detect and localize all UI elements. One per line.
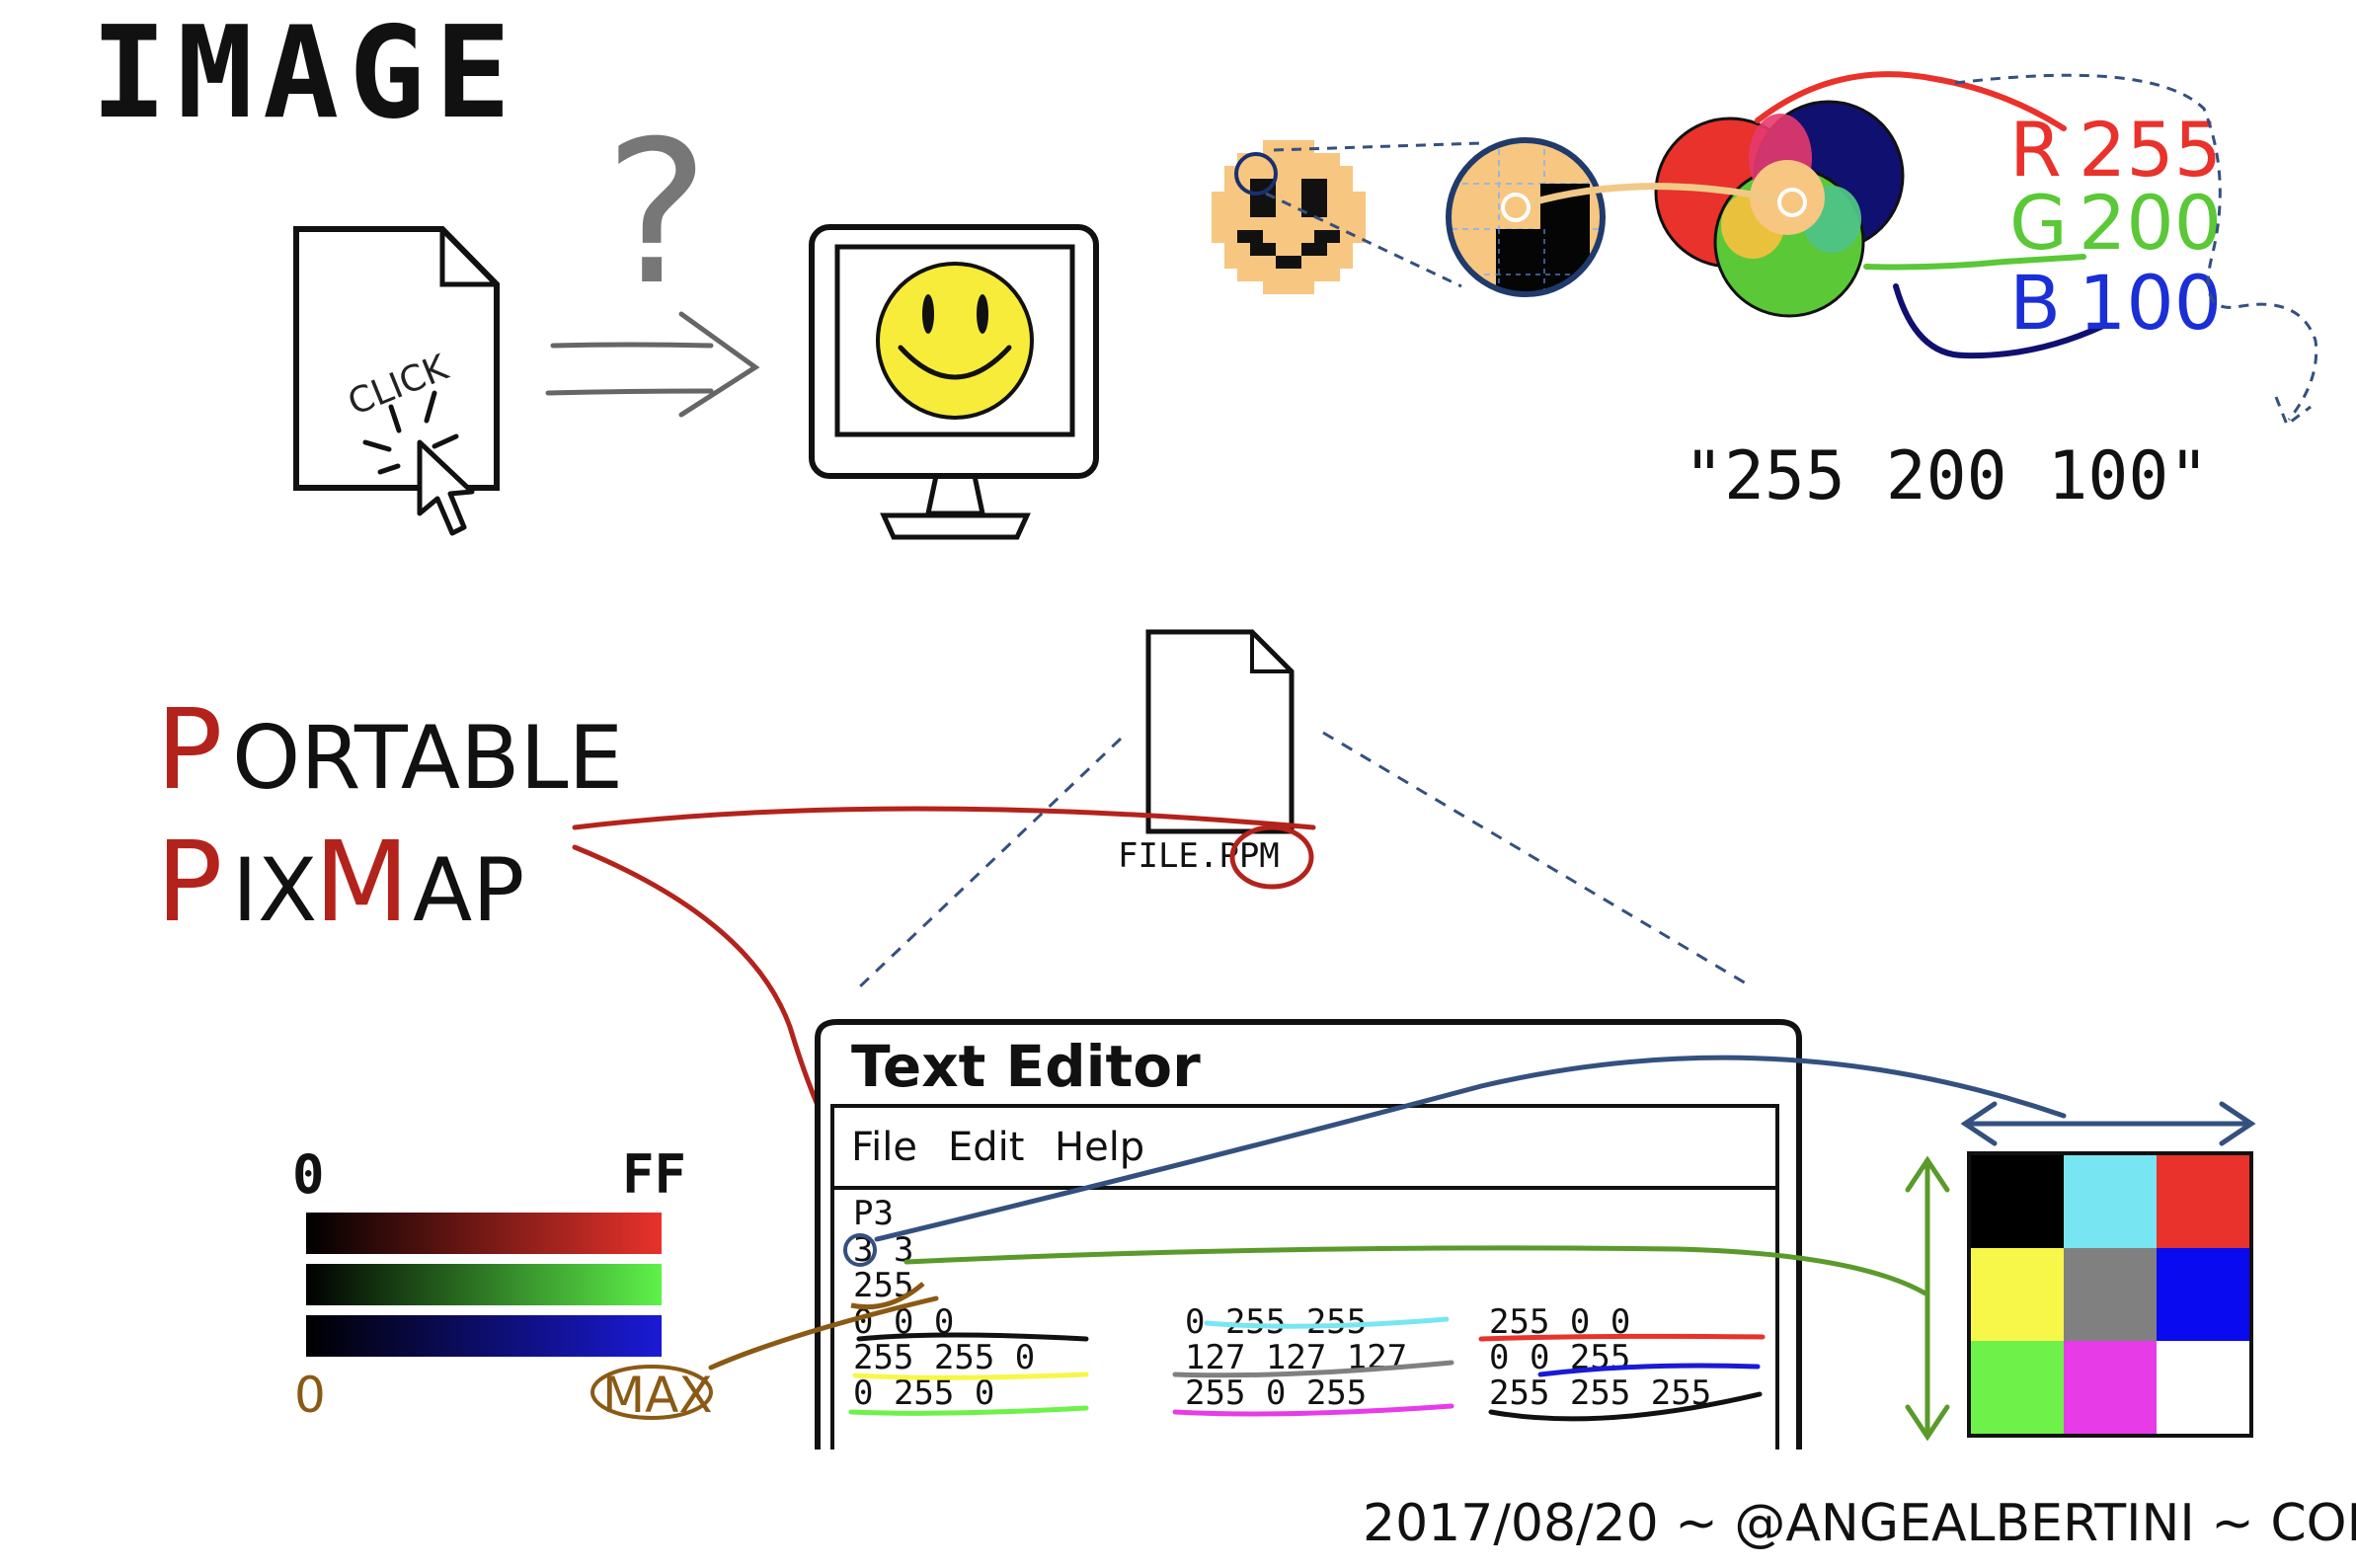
pixel-to-color-connector bbox=[1501, 183, 1807, 222]
r-letter: R bbox=[2009, 106, 2062, 194]
pixel-cell-2-2 bbox=[2157, 1341, 2249, 1434]
pixel-cell-0-2 bbox=[2157, 1155, 2249, 1248]
portable-pixmap-title: P ORTABLE P IX M AP bbox=[156, 686, 623, 947]
pixel-cell-1-0 bbox=[1971, 1248, 2064, 1341]
gradient-min-label: 0 bbox=[294, 1367, 326, 1424]
pp-p2: P bbox=[156, 819, 223, 947]
pixel-cell-2-0 bbox=[1971, 1341, 2064, 1434]
pixel-cell-1-2 bbox=[2157, 1248, 2249, 1341]
rgb-string: "255 200 100" bbox=[1684, 437, 2209, 515]
title-image: IMAGE bbox=[91, 0, 520, 147]
b-value: 100 bbox=[2079, 259, 2222, 347]
pp-m: M bbox=[314, 819, 410, 947]
menu-help[interactable]: Help bbox=[1055, 1125, 1144, 1170]
row3-px2: 255 0 255 bbox=[1185, 1373, 1367, 1413]
file-name: FILE.PPM bbox=[1118, 836, 1280, 876]
file-zoom-dashed-lines bbox=[857, 731, 1754, 989]
question-mark: ? bbox=[604, 99, 709, 329]
menu-file[interactable]: File bbox=[851, 1125, 917, 1170]
g-value: 200 bbox=[2079, 179, 2222, 267]
gradient-right-label: FF bbox=[622, 1143, 686, 1206]
gradient-blue-bar bbox=[306, 1315, 662, 1357]
dimension-links bbox=[708, 1055, 2067, 1371]
rgb-channel-connectors bbox=[1755, 71, 2106, 359]
grid-dimension-arrows bbox=[1905, 1101, 2256, 1442]
arrow-to-monitor bbox=[545, 311, 760, 418]
monitor-icon bbox=[809, 224, 1099, 540]
pixel-cell-0-1 bbox=[2064, 1155, 2157, 1248]
pp-ap: AP bbox=[413, 839, 524, 941]
row3-px3: 255 255 255 bbox=[1489, 1373, 1711, 1413]
b-letter: B bbox=[2009, 259, 2061, 347]
g-letter: G bbox=[2009, 179, 2068, 267]
credit-line: 2017/08/20 ~ @ANGEALBERTINI ~ CORKAMI.CO… bbox=[1363, 1494, 2356, 1553]
pixel-grid bbox=[1967, 1151, 2253, 1438]
pp-p1: P bbox=[156, 686, 223, 815]
file-click-icon: CLICK bbox=[293, 226, 500, 536]
smiley-face-icon bbox=[876, 262, 1034, 420]
text-editor-window: Text Editor File Edit Help P3 3 3 255 0 … bbox=[815, 1019, 1802, 1450]
pixel-cell-1-1 bbox=[2064, 1248, 2157, 1341]
editor-title: Text Editor bbox=[851, 1033, 1201, 1100]
zoom-dashed-lines bbox=[1265, 141, 1482, 288]
rgb-bracket-dashed bbox=[1954, 73, 2318, 428]
row2-px1: 255 255 0 bbox=[853, 1338, 1035, 1377]
pixel-cell-0-0 bbox=[1971, 1155, 2064, 1248]
pp-ix: IX bbox=[232, 839, 317, 941]
pixel-smiley-icon bbox=[1212, 140, 1366, 294]
rgb-values: R 255 G 200 B 100 bbox=[2009, 106, 2222, 347]
gradient-left-label: 0 bbox=[292, 1143, 325, 1206]
header-p3: P3 bbox=[853, 1194, 894, 1233]
ppm-file-icon: FILE.PPM bbox=[1118, 629, 1295, 876]
gradient-legend: 0 FF 0 MAX bbox=[292, 1143, 713, 1424]
zoom-lens-icon bbox=[1446, 137, 1606, 297]
pixel-underlines bbox=[848, 1316, 1766, 1422]
gradient-red-bar bbox=[306, 1213, 662, 1254]
pp-ortable: ORTABLE bbox=[232, 707, 623, 809]
pixel-cell-2-1 bbox=[2064, 1341, 2157, 1434]
gradient-green-bar bbox=[306, 1264, 662, 1305]
menu-edit[interactable]: Edit bbox=[948, 1125, 1024, 1170]
r-value: 255 bbox=[2079, 106, 2222, 194]
